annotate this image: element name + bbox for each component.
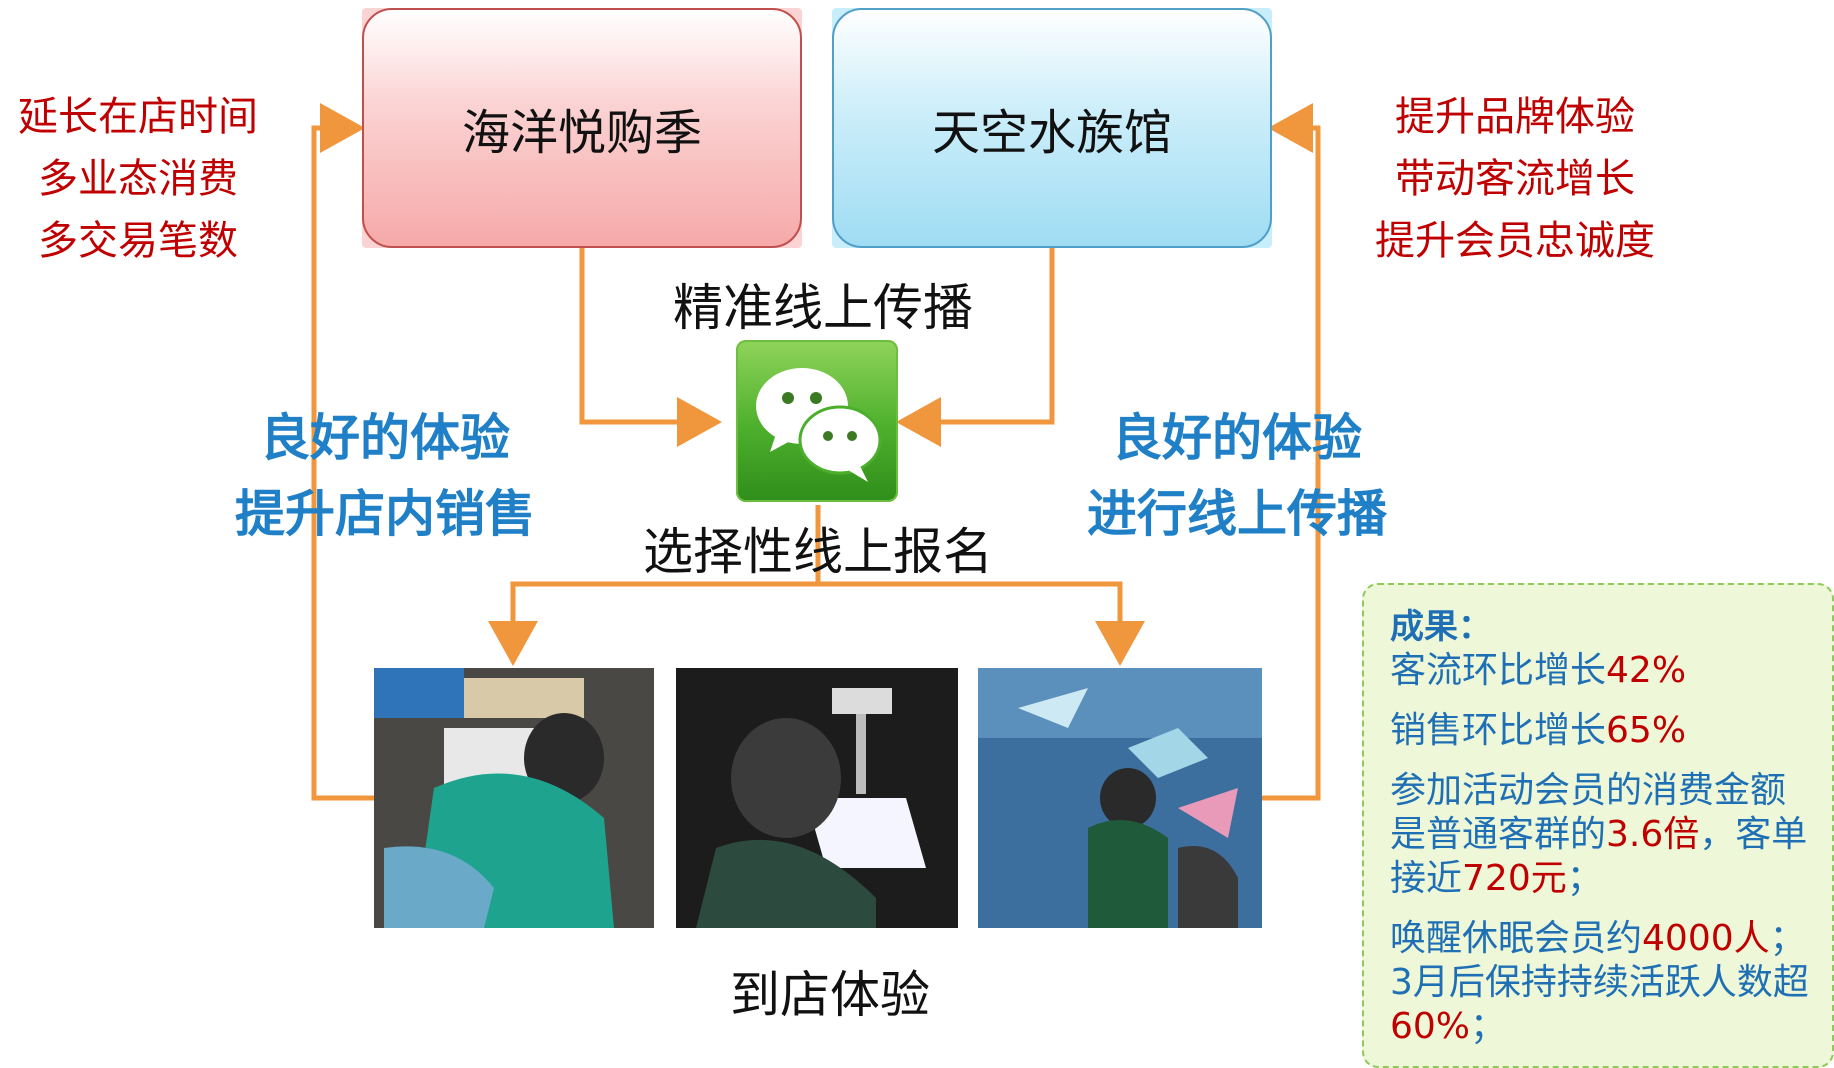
result-text: ； [1470,1006,1507,1047]
left-side-line: 良好的体验 [260,409,510,467]
wechat-icon [736,340,898,502]
arrow-blue-to-wechat [896,248,1055,447]
result-value: 4000人 [1642,918,1770,959]
result-text: 参加活动会员的消费金额是普通客群的 [1390,770,1787,855]
right-side-line: 良好的体验 [1112,409,1362,467]
aquarium-label: 天空水族馆 [931,105,1172,161]
left-benefit-item: 延长在店时间 [18,94,258,140]
precise-online-label: 精准线上传播 [673,279,973,337]
result-text: 月后保持持续活跃人数超 [1412,962,1809,1003]
right-benefit-item: 提升品牌体验 [1395,94,1635,140]
result-text: 3 [1390,962,1413,1003]
wechat-bubbles-icon [756,368,882,482]
result-value: 3.6倍 [1606,814,1700,855]
left-benefit-item: 多交易笔数 [38,218,238,264]
photo-child-drawing [374,668,654,928]
arrow-pink-to-wechat [579,248,722,447]
selective-signup-label: 选择性线上报名 [643,523,993,581]
right-benefit-item: 带动客流增长 [1395,156,1635,202]
result-value: 720元 [1462,858,1567,899]
result-text: 销售环比增长 [1390,710,1607,751]
left-side-line: 提升店内销售 [235,485,535,543]
result-sales: 销售环比增长65% [1390,709,1814,753]
arrow-right-loop [1262,103,1321,801]
store-experience-label: 到店体验 [730,966,930,1024]
photo-light-table [676,668,958,928]
arrow-split-left [488,581,818,666]
result-text: ，客单接近 [1390,814,1808,899]
result-member-spend: 参加活动会员的消费金额是普通客群的3.6倍，客单接近720元； [1390,769,1814,901]
mall-event-label: 海洋悦购季 [461,105,702,161]
result-value: 42% [1606,650,1687,691]
right-side-line: 进行线上传播 [1087,485,1387,543]
right-benefit-item: 提升会员忠诚度 [1375,218,1655,264]
result-value: 65% [1606,710,1687,751]
arrow-left-loop [311,103,374,801]
result-value: 60% [1390,1006,1471,1047]
photo-aquarium-screen [978,668,1262,928]
arrow-split-right [818,581,1145,666]
results-panel: 成果： 客流环比增长42% 销售环比增长65% 参加活动会员的消费金额是普通客群… [1362,583,1834,1068]
left-side-caption: 良好的体验 提升店内销售 [220,400,550,552]
result-text: ； [1769,918,1806,959]
aquarium-box: 天空水族馆 [832,8,1272,248]
results-title: 成果： [1390,607,1492,647]
result-text: 唤醒休眠会员约 [1390,918,1643,959]
left-benefit-item: 多业态消费 [38,156,238,202]
left-benefits: 延长在店时间 多业态消费 多交易笔数 [8,86,268,272]
right-side-caption: 良好的体验 进行线上传播 [1072,400,1402,552]
mall-event-box: 海洋悦购季 [362,8,802,248]
result-reactivation: 唤醒休眠会员约4000人；3月后保持持续活跃人数超60%； [1390,917,1814,1049]
result-text: ； [1566,858,1603,899]
right-benefits: 提升品牌体验 带动客流增长 提升会员忠诚度 [1360,86,1670,272]
result-traffic: 客流环比增长42% [1390,649,1814,693]
result-text: 客流环比增长 [1390,650,1607,691]
